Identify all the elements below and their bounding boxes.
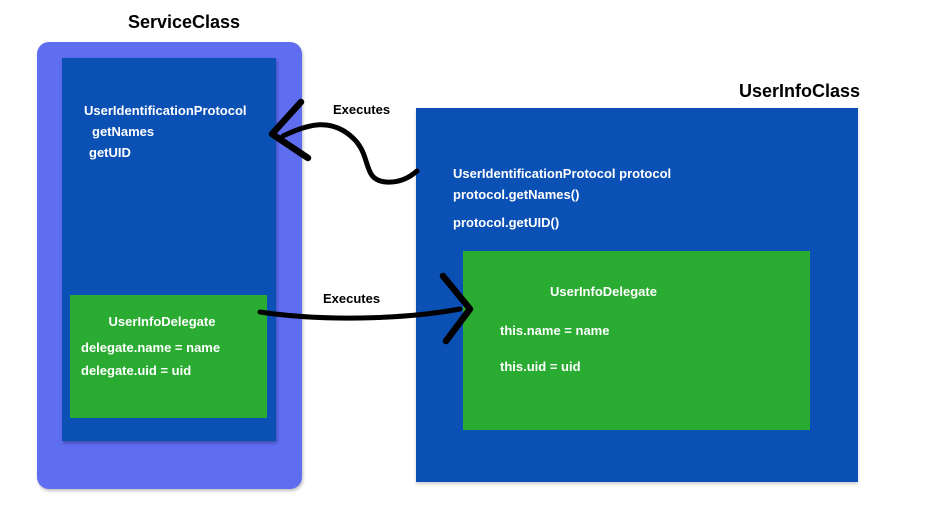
protocol-method: getNames <box>92 124 155 139</box>
protocol-method: getUID <box>89 145 131 160</box>
userinfo-delegate-box: UserInfoDelegate this.name = name this.u… <box>463 251 810 430</box>
service-class-title: ServiceClass <box>127 12 241 32</box>
delegate-statement: delegate.name = name <box>81 340 221 355</box>
userinfo-statement: UserIdentificationProtocol protocol <box>453 166 672 181</box>
userinfo-statement: protocol.getUID() <box>453 215 560 230</box>
delegate-statement: this.name = name <box>500 323 610 338</box>
service-delegate-title: UserInfoDelegate <box>108 314 216 329</box>
service-delegate-box: UserInfoDelegate delegate.name = name de… <box>70 295 267 418</box>
service-class-protocol-box: UserIdentificationProtocol getNames getU… <box>62 58 276 441</box>
delegate-statement: delegate.uid = uid <box>81 363 192 378</box>
userinfo-class-title: UserInfoClass <box>738 81 860 101</box>
userinfo-delegate-title: UserInfoDelegate <box>550 284 657 299</box>
protocol-name: UserIdentificationProtocol <box>84 103 247 118</box>
userinfo-statement: protocol.getNames() <box>453 187 580 202</box>
service-class-outer: UserIdentificationProtocol getNames getU… <box>37 42 302 489</box>
executes-arrow-top <box>280 122 420 185</box>
delegate-statement: this.uid = uid <box>500 359 581 374</box>
executes-label-top: Executes <box>333 102 391 117</box>
executes-label-bottom: Executes <box>323 291 381 306</box>
userinfo-class-box: UserIdentificationProtocol protocol prot… <box>416 108 858 482</box>
